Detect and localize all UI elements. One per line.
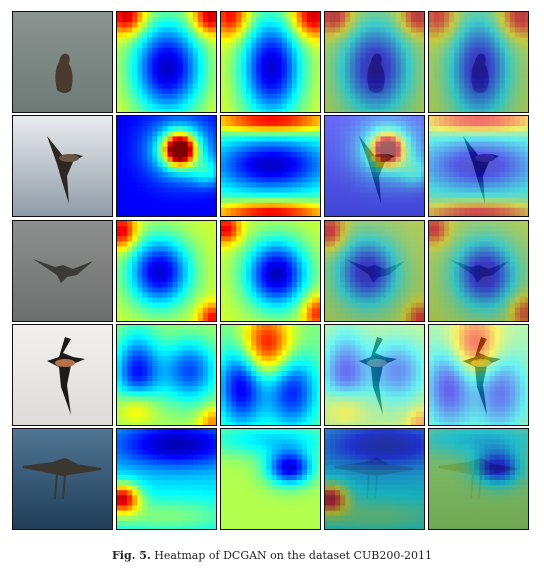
- bird-silhouette: [22, 457, 102, 500]
- cell-r2-heatmap-a: [116, 115, 217, 217]
- cell-r1-heatmap-a: [116, 11, 217, 113]
- cell-r2-overlay-a: [324, 115, 425, 217]
- cell-r3-heatmap-b: [220, 220, 321, 322]
- heatmap-cells-ob: [429, 221, 528, 321]
- cell-r4-overlay-a: [324, 324, 425, 426]
- cell-r3-heatmap-a: [116, 220, 217, 322]
- cell-r5-overlay-a: [324, 428, 425, 530]
- heatmap-cells-a: [117, 116, 216, 216]
- heatmap-cells-a: [117, 325, 216, 425]
- cell-r2-overlay-b: [428, 115, 529, 217]
- heatmap-cells-b: [221, 221, 320, 321]
- heatmap-cells-b: [221, 116, 320, 216]
- heatmap-cells-ob: [429, 429, 528, 529]
- heatmap-cells-b: [221, 429, 320, 529]
- heatmap-cells-ob: [429, 116, 528, 216]
- caption-label: Fig. 5.: [111, 549, 151, 562]
- cell-r4-heatmap-b: [220, 324, 321, 426]
- cell-r3-overlay-b: [428, 220, 529, 322]
- cell-r1-overlay-b: [428, 11, 529, 113]
- heatmap-cells-b: [221, 325, 320, 425]
- cell-r4-heatmap-a: [116, 324, 217, 426]
- cell-r3-photo: [12, 220, 113, 322]
- bird-silhouette: [55, 53, 73, 93]
- heatmap-cells-oa: [325, 116, 424, 216]
- heatmap-cells-a: [117, 12, 216, 112]
- cell-r2-heatmap-b: [220, 115, 321, 217]
- cell-r1-heatmap-b: [220, 11, 321, 113]
- photo-background: [13, 429, 112, 529]
- cell-r5-overlay-b: [428, 428, 529, 530]
- cell-r5-heatmap-a: [116, 428, 217, 530]
- heatmap-cells-oa: [325, 429, 424, 529]
- cell-r4-overlay-b: [428, 324, 529, 426]
- cell-r2-photo: [12, 115, 113, 217]
- heatmap-cells-ob: [429, 12, 528, 112]
- cell-r3-overlay-a: [324, 220, 425, 322]
- heatmap-cells-a: [117, 221, 216, 321]
- figure-grid: [12, 11, 530, 531]
- caption-text: Heatmap of DCGAN on the dataset CUB200-2…: [154, 549, 433, 562]
- heatmap-cells-oa: [325, 221, 424, 321]
- figure-caption: Fig. 5. Heatmap of DCGAN on the dataset …: [0, 549, 544, 562]
- bird-silhouette: [33, 259, 93, 283]
- cell-r1-overlay-a: [324, 11, 425, 113]
- heatmap-cells-a: [117, 429, 216, 529]
- bird-silhouette: [47, 337, 85, 415]
- heatmap-cells-oa: [325, 325, 424, 425]
- heatmap-cells-oa: [325, 12, 424, 112]
- bird-silhouette: [47, 136, 83, 204]
- cell-r5-heatmap-b: [220, 428, 321, 530]
- cell-r1-photo: [12, 11, 113, 113]
- cell-r5-photo: [12, 428, 113, 530]
- cell-r4-photo: [12, 324, 113, 426]
- heatmap-cells-b: [221, 12, 320, 112]
- heatmap-cells-ob: [429, 325, 528, 425]
